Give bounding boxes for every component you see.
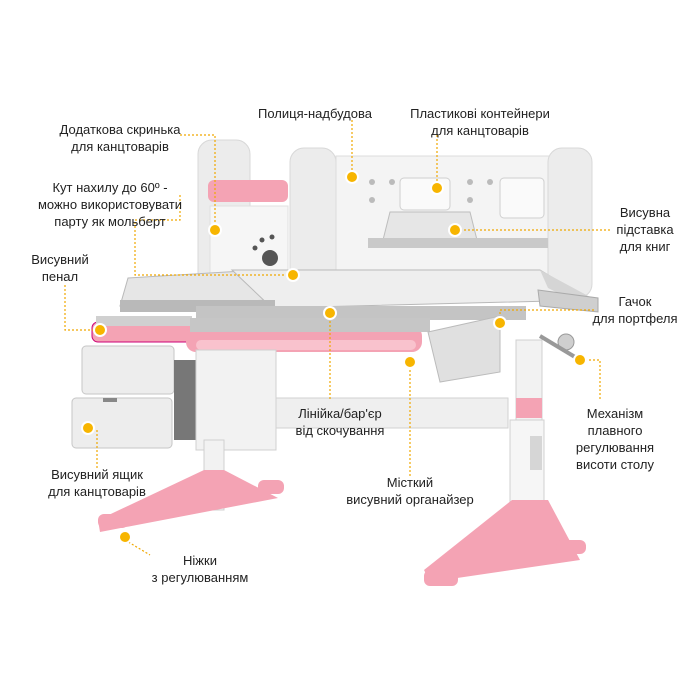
marker-dot: [345, 170, 359, 184]
marker-dots: [81, 170, 587, 544]
marker-dot: [118, 530, 132, 544]
marker-dot: [93, 323, 107, 337]
callout-tilt: Кут нахилу до 60º -можно використовувати…: [37, 180, 183, 229]
drawers-pink: [91, 315, 501, 383]
marker-dot: [573, 353, 587, 367]
marker-dot: [323, 306, 337, 320]
marker-dot: [493, 316, 507, 330]
marker-dot: [81, 421, 95, 435]
desktop: [119, 269, 599, 320]
marker-dot: [286, 268, 300, 282]
marker-dot: [430, 181, 444, 195]
leader-lines: [64, 120, 610, 556]
marker-dot: [403, 355, 417, 369]
frame-legs: [98, 333, 586, 586]
hutch: [197, 139, 593, 299]
callout-shelf: Полиця-надбудова: [258, 106, 372, 121]
drawer-stack: [71, 345, 277, 451]
marker-dot: [448, 223, 462, 237]
marker-dot: [208, 223, 222, 237]
